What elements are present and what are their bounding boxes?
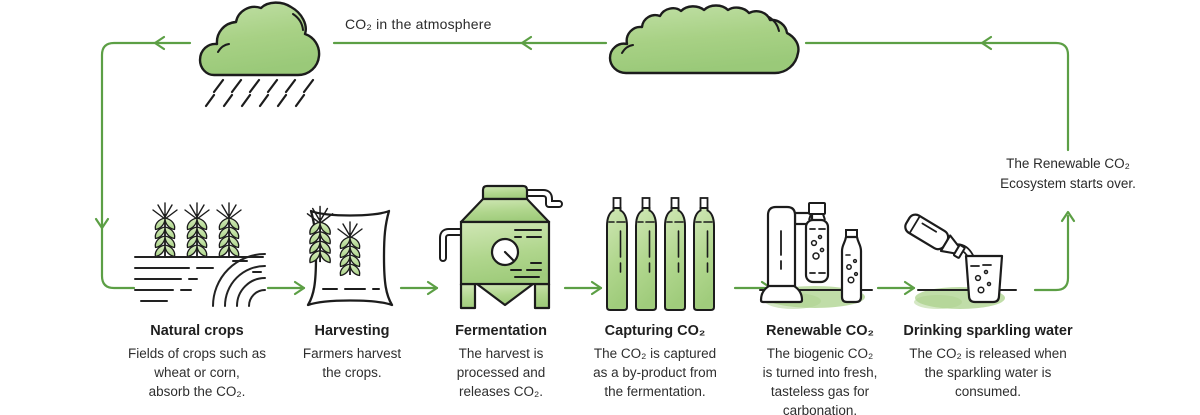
flow-arrow <box>876 280 916 296</box>
stage-renewable-co2: Renewable CO₂ The biogenic CO₂ is turned… <box>725 322 915 415</box>
field-lines <box>134 253 266 307</box>
co2-cylinders-icon <box>606 197 715 311</box>
stage-title: Drinking sparkling water <box>903 323 1073 339</box>
stage-title: Renewable CO₂ <box>766 323 874 339</box>
flow-arrow <box>563 280 603 296</box>
rain-cloud-icon <box>198 1 321 108</box>
soda-maker-icon <box>759 202 873 309</box>
stage-description: The CO₂ is captured as a by-product from… <box>593 346 717 399</box>
stage-title: Capturing CO₂ <box>604 323 706 339</box>
stage-harvesting: Harvesting Farmers harvest the crops. <box>257 322 447 382</box>
stage-natural-crops: Natural crops Fields of crops such as wh… <box>102 322 292 401</box>
stage-description: The CO₂ is released when the sparkling w… <box>909 346 1067 399</box>
flow-arrow <box>399 280 439 296</box>
pouring-bottle-icon <box>904 213 1017 309</box>
flow-arrow <box>266 280 306 296</box>
stage-title: Fermentation <box>455 323 547 339</box>
rain-icon <box>204 78 315 108</box>
stage-description: The biogenic CO₂ is turned into fresh, t… <box>762 346 878 415</box>
harvest-sack-icon <box>306 205 394 307</box>
stage-title: Harvesting <box>314 323 390 339</box>
atmosphere-label: CO₂ in the atmosphere <box>345 16 492 32</box>
restart-note: The Renewable CO₂ Ecosystem starts over. <box>1000 156 1136 191</box>
arrowhead-left-icon <box>153 35 166 51</box>
stage-description: Fields of crops such as wheat or corn, a… <box>127 346 267 399</box>
flow-left-rail <box>100 41 192 290</box>
atmosphere-cloud-icon <box>608 4 800 75</box>
arrowhead-left-icon <box>980 35 993 51</box>
fermentation-tank-icon <box>439 184 563 310</box>
arrowhead-up-icon <box>1060 210 1076 223</box>
flow-top-right <box>804 41 1070 152</box>
stage-drinking-sparkling-water: Drinking sparkling water The CO₂ is rele… <box>893 322 1083 401</box>
stage-fermentation: Fermentation The harvest is processed an… <box>406 322 596 401</box>
arrowhead-left-icon <box>520 35 533 51</box>
stage-title: Natural crops <box>150 323 244 339</box>
arrowhead-down-icon <box>94 217 110 230</box>
stage-capturing-co2: Capturing CO₂ The CO₂ is captured as a b… <box>560 322 750 401</box>
flow-lines <box>94 35 1076 296</box>
flow-right-rail <box>1033 214 1070 292</box>
stage-description: The harvest is processed and releases CO… <box>456 346 546 399</box>
wheat-field-icon <box>134 202 266 307</box>
stage-description: Farmers harvest the crops. <box>302 346 402 380</box>
